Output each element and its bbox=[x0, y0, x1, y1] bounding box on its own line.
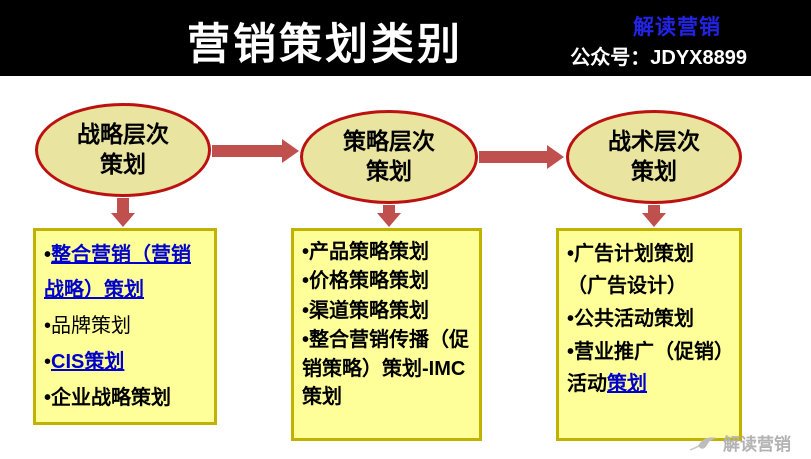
item-text: • bbox=[44, 244, 52, 266]
list-item: •整合营销传播（促销策略）策划-IMC策划 bbox=[302, 326, 473, 411]
ellipse-label-line1: 战略层次 bbox=[77, 121, 169, 148]
bird-logo-icon bbox=[690, 436, 717, 451]
hyperlink-text[interactable]: CIS策划 bbox=[51, 351, 125, 373]
item-text: •整合营销传播（促销策略）策划-IMC策划 bbox=[302, 329, 470, 408]
ellipse-label-line1: 策略层次 bbox=[343, 128, 435, 155]
arrow-right-strategy-to-tactic-icon bbox=[479, 145, 564, 169]
list-item: •营业推广（促销）活动策划 bbox=[567, 336, 733, 400]
item-text: •渠道策略策划 bbox=[302, 299, 430, 322]
arrow-down-strategic-icon bbox=[111, 198, 135, 227]
stage-ellipse-strategy: 策略层次 策划 bbox=[300, 110, 478, 204]
wechat-account-id: 公众号：JDYX8899 bbox=[570, 47, 747, 69]
item-text: •企业战略策划 bbox=[44, 387, 172, 409]
list-item: •品牌策划 bbox=[44, 309, 208, 344]
list-item: •企业战略策划 bbox=[44, 381, 208, 416]
item-text: •公共活动策划 bbox=[567, 308, 695, 330]
watermark: 解读营销 bbox=[690, 430, 791, 455]
hyperlink-text[interactable]: 整合营销（营销战略）策划 bbox=[44, 244, 192, 301]
page-title: 营销策划类别 bbox=[187, 21, 463, 69]
brand-name: 解读营销 bbox=[633, 16, 721, 39]
ellipse-label-line2: 策划 bbox=[100, 151, 146, 177]
stage-ellipse-label: 战略层次 策划 bbox=[77, 120, 169, 180]
arrow-down-tactic-icon bbox=[642, 205, 666, 227]
item-text: •广告计划策划（广告设计） bbox=[567, 243, 695, 297]
detail-box-strategy: •产品策略策划 •价格策略策划 •渠道策略策划 •整合营销传播（促销策略）策划-IMC… bbox=[291, 228, 482, 441]
arrow-down-strategy-icon bbox=[377, 205, 401, 227]
list-item: •公共活动策划 bbox=[567, 303, 733, 335]
stage-ellipse-tactic: 战术层次 策划 bbox=[566, 110, 742, 204]
detail-box-strategic: •整合营销（营销战略）策划•品牌策划•CIS策划•企业战略策划 bbox=[33, 228, 217, 425]
list-item: •产品策略策划 bbox=[302, 238, 473, 266]
watermark-text: 解读营销 bbox=[723, 435, 791, 454]
item-text: •营业推广（促销）活动 bbox=[567, 341, 725, 395]
list-item: •价格策略策划 bbox=[302, 267, 473, 295]
ellipse-label-line1: 战术层次 bbox=[608, 128, 700, 155]
header-bar: 营销策划类别 解读营销 公众号：JDYX8899 bbox=[0, 0, 811, 76]
ellipse-label-line2: 策划 bbox=[366, 158, 412, 184]
stage-ellipse-label: 策略层次 策划 bbox=[343, 127, 435, 187]
hyperlink-text[interactable]: 策划 bbox=[607, 373, 647, 395]
detail-box-tactic: •广告计划策划（广告设计） •公共活动策划 •营业推广（促销）活动策划 bbox=[556, 228, 742, 441]
ellipse-label-line2: 策划 bbox=[631, 158, 677, 184]
list-item: •广告计划策划（广告设计） bbox=[567, 238, 733, 302]
item-text: •价格策略策划 bbox=[302, 270, 430, 293]
list-item: •整合营销（营销战略）策划 bbox=[44, 238, 208, 308]
stage-ellipse-strategic: 战略层次 策划 bbox=[35, 103, 211, 197]
item-text: • bbox=[44, 351, 52, 373]
list-item: •渠道策略策划 bbox=[302, 297, 473, 325]
stage-ellipse-label: 战术层次 策划 bbox=[608, 127, 700, 187]
list-item: •CIS策划 bbox=[44, 345, 208, 380]
item-text: •品牌策划 bbox=[44, 315, 132, 337]
item-text: •产品策略策划 bbox=[302, 241, 430, 263]
arrow-right-strategic-to-strategy-icon bbox=[212, 139, 299, 163]
